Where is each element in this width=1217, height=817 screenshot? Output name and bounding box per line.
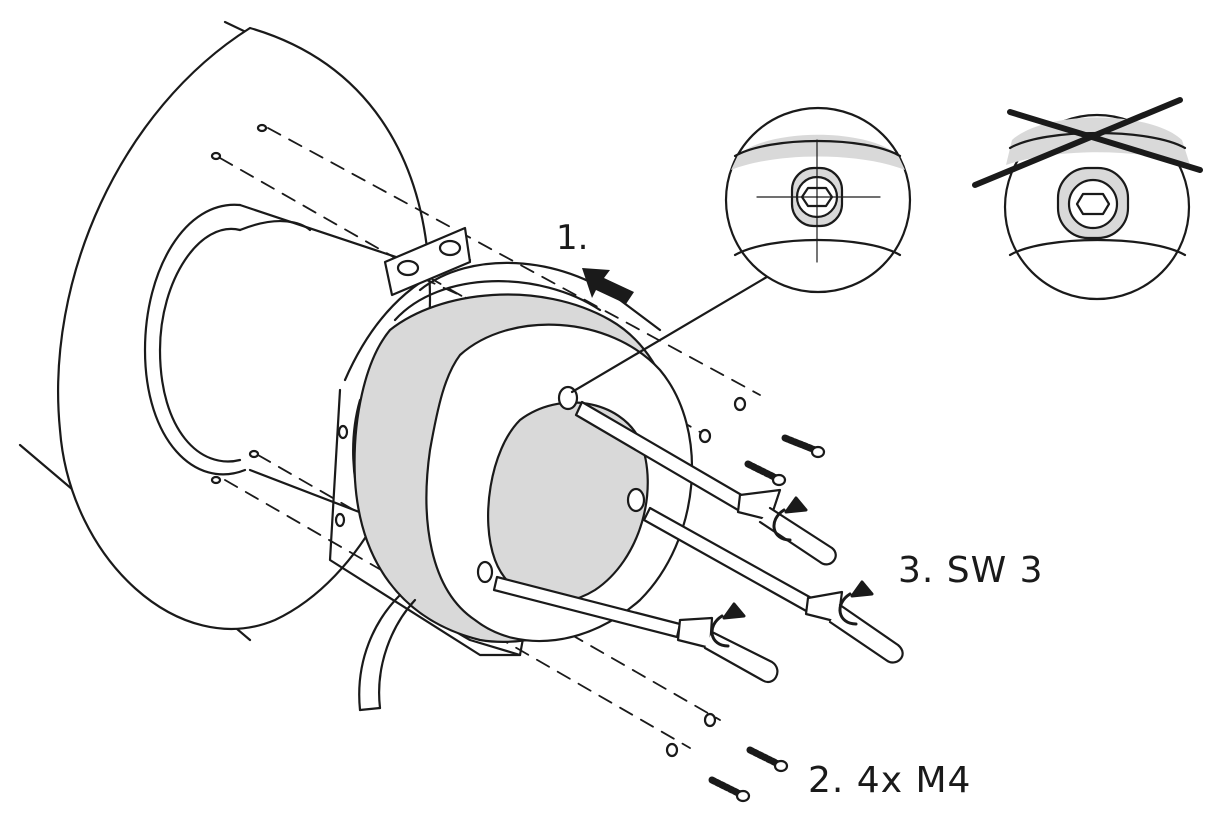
encoder-body [328, 226, 694, 712]
detail-incorrect [972, 97, 1203, 301]
hex-key-2 [642, 506, 904, 664]
step-1-label: 1. [556, 218, 589, 258]
motor-housing [18, 20, 432, 642]
push-direction-arrow [582, 268, 634, 304]
step-3-label: 3. SW 3 [898, 550, 1044, 591]
detail-correct [724, 106, 912, 294]
rotation-arrows [710, 496, 874, 648]
hex-key-1 [574, 400, 837, 566]
step-2-label: 2. 4x M4 [808, 760, 972, 801]
housing-holes [210, 123, 268, 485]
mounting-screws [665, 396, 826, 803]
